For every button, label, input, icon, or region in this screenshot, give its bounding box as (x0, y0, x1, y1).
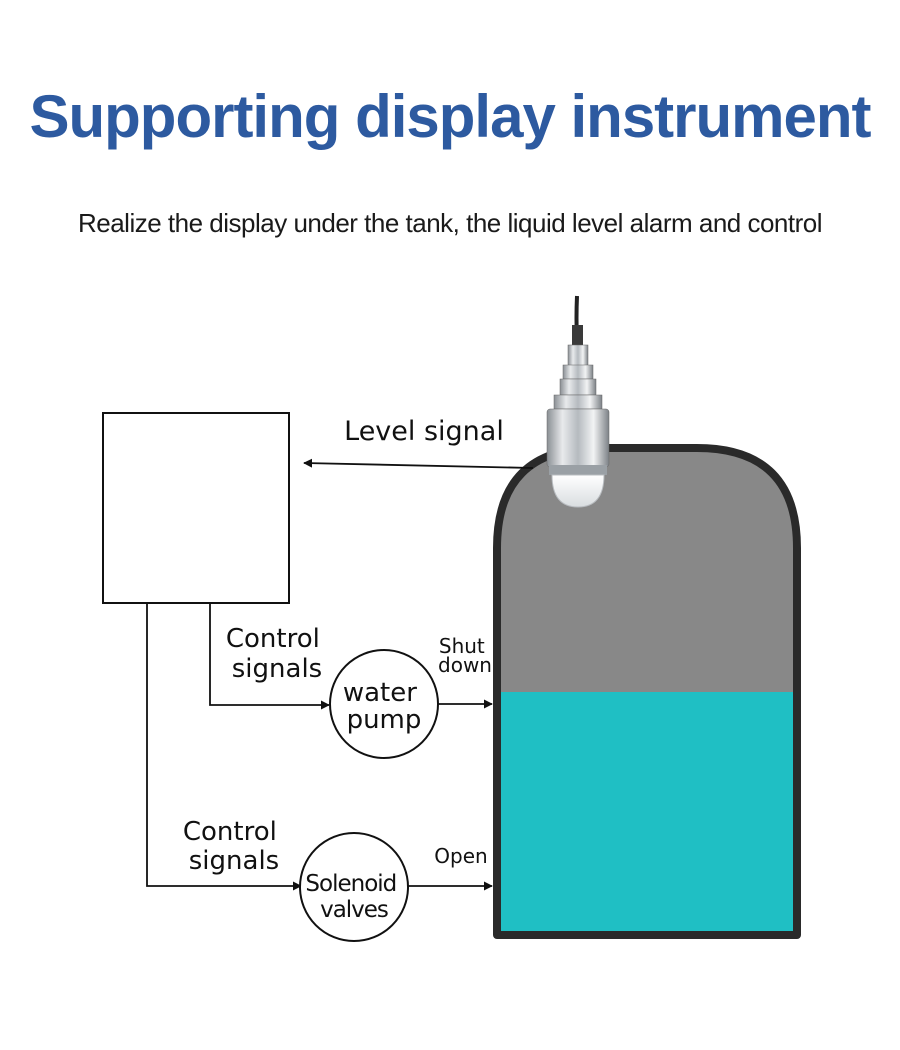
level-signal-label: Level signal (344, 416, 504, 447)
solenoid-valves-line-1: Solenoid (305, 871, 396, 897)
water-pump-label: water pump (343, 678, 425, 735)
tank-liquid (497, 692, 797, 935)
control-line-valves (146, 603, 302, 891)
page-title: Supporting display instrument (29, 83, 871, 150)
display-instrument-box (102, 412, 290, 604)
control-signals-2-line-2: signals (189, 846, 279, 876)
sensor-probe-dome (551, 474, 605, 508)
solenoid-valves-line-2: valves (320, 897, 388, 923)
shut-down-line-2: down (438, 653, 492, 677)
level-sensor (546, 295, 610, 508)
tank-outline (493, 444, 801, 939)
shut-down-label: Shut down (438, 634, 492, 677)
page-subtitle: Realize the display under the tank, the … (77, 208, 823, 238)
tank (493, 444, 801, 939)
control-signals-label-2: Control signals (183, 817, 285, 876)
shut-down-line-1: Shut (439, 634, 485, 658)
control-signals-label-1: Control signals (226, 624, 328, 684)
control-signals-1-line-2: signals (232, 654, 322, 684)
open-label: Open (434, 844, 487, 868)
control-line-pump (209, 603, 330, 710)
tank-empty-space (497, 448, 797, 692)
control-signals-2-line-1: Control (183, 817, 277, 847)
solenoid-valves-label: Solenoid valves (305, 871, 402, 923)
water-pump-line-2: pump (347, 705, 422, 735)
solenoid-valves-circle (299, 832, 409, 942)
water-pump-line-1: water (343, 678, 417, 708)
control-signals-1-line-1: Control (226, 624, 320, 654)
level-signal-arrow (303, 458, 534, 469)
